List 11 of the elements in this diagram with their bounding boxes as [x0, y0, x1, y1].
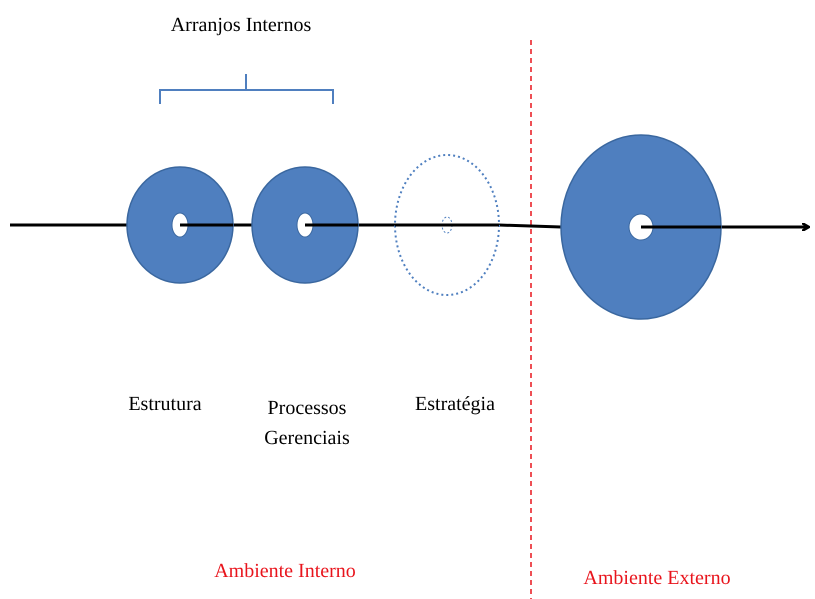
region-label: Ambiente Externo [583, 567, 731, 590]
disc-caption: Estrutura [128, 393, 202, 416]
disc-caption: Estratégia [415, 393, 495, 416]
group-label: Arranjos Internos [170, 14, 312, 37]
axis-line [721, 222, 810, 232]
axis-line [358, 224, 395, 226]
axis-line [498, 224, 562, 228]
region-label: Ambiente Interno [214, 560, 356, 583]
disc-caption: Processos Gerenciais [263, 396, 351, 451]
axis-line [233, 224, 252, 226]
axis-line [10, 224, 127, 226]
